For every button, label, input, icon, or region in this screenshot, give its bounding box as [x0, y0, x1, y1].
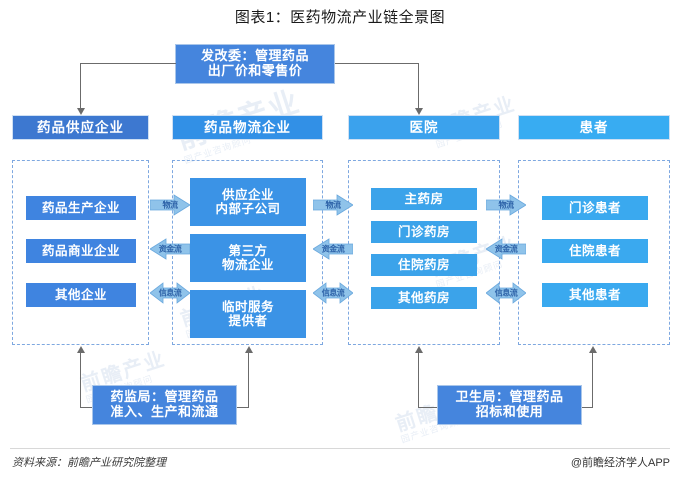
- arrowhead-icon: [77, 108, 85, 115]
- node-line-2: 物流企业: [221, 258, 274, 272]
- flow-arrow-capital-1: 资金流: [150, 238, 190, 260]
- node-drug-distributor: 药品商业企业: [26, 239, 136, 263]
- node-temporary-service-provider: 临时服务 提供者: [190, 290, 306, 338]
- column-header-logistics: 药品物流企业: [172, 115, 323, 140]
- ndrc-line-2: 出厂价和零售价: [207, 63, 303, 78]
- connector-line: [592, 352, 593, 408]
- node-line-1: 临时服务: [221, 300, 274, 314]
- node-other-enterprise: 其他企业: [26, 283, 136, 307]
- column-header-patient: 患者: [518, 115, 670, 140]
- node-line-2: 提供者: [228, 314, 268, 328]
- source-note: 资料来源：前瞻产业研究院整理: [12, 457, 166, 469]
- flow-label: 信息流: [158, 288, 182, 298]
- flow-label: 资金流: [158, 244, 182, 254]
- nmpa-line-2: 准入、生产和流通: [110, 404, 219, 419]
- connector-line: [418, 407, 440, 408]
- arrowhead-icon: [245, 346, 253, 353]
- regulator-box-ndrc: 发改委：管理药品 出厂价和零售价: [175, 44, 335, 84]
- flow-arrow-logistics-3: 物流: [486, 194, 526, 216]
- flow-arrow-capital-2: 资金流: [313, 238, 353, 260]
- health-bureau-line-2: 招标和使用: [475, 404, 544, 419]
- connector-line: [418, 352, 419, 408]
- regulator-box-health-bureau: 卫生局：管理药品 招标和使用: [437, 385, 582, 425]
- flow-arrow-information-2: 信息流: [313, 282, 353, 304]
- node-other-patient: 其他患者: [542, 283, 648, 307]
- node-internal-subsidiary: 供应企业 内部子公司: [190, 178, 306, 226]
- arrowhead-icon: [77, 346, 85, 353]
- connector-line: [335, 63, 419, 64]
- node-line-2: 内部子公司: [215, 202, 281, 216]
- node-other-pharmacy: 其他药房: [371, 287, 477, 309]
- chart-title: 图表1：医药物流产业链全景图: [234, 9, 446, 26]
- connector-line: [248, 352, 249, 408]
- connector-line: [228, 407, 248, 408]
- node-outpatient-patient: 门诊患者: [542, 196, 648, 220]
- flow-label: 资金流: [494, 244, 518, 254]
- flow-label: 物流: [325, 200, 342, 210]
- node-third-party-logistics: 第三方 物流企业: [190, 234, 306, 282]
- connector-line: [80, 407, 100, 408]
- arrowhead-icon: [415, 108, 423, 115]
- connector-line: [80, 352, 81, 408]
- flow-label: 资金流: [321, 244, 345, 254]
- ndrc-line-1: 发改委：管理药品: [200, 48, 309, 64]
- connector-line: [418, 63, 419, 111]
- flow-arrow-information-3: 信息流: [486, 282, 526, 304]
- regulator-box-nmpa: 药监局：管理药品 准入、生产和流通: [92, 385, 237, 425]
- footer-divider: [10, 448, 670, 449]
- node-main-pharmacy: 主药房: [371, 188, 477, 210]
- flow-label: 物流: [162, 200, 179, 210]
- flow-arrow-information-1: 信息流: [150, 282, 190, 304]
- flow-label: 信息流: [494, 288, 518, 298]
- flow-label: 信息流: [321, 288, 345, 298]
- connector-line: [80, 63, 81, 111]
- nmpa-line-1: 药监局：管理药品: [110, 389, 219, 405]
- node-line-1: 第三方: [228, 244, 268, 258]
- flow-arrow-capital-3: 资金流: [486, 238, 526, 260]
- node-inpatient-pharmacy: 住院药房: [371, 254, 477, 276]
- node-inpatient-patient: 住院患者: [542, 239, 648, 263]
- node-line-1: 供应企业: [221, 188, 274, 202]
- health-bureau-line-1: 卫生局：管理药品: [455, 389, 564, 405]
- column-header-hospital: 医院: [348, 115, 500, 140]
- connector-line: [80, 63, 176, 64]
- flow-label: 物流: [498, 200, 515, 210]
- arrowhead-icon: [415, 346, 423, 353]
- arrowhead-icon: [589, 346, 597, 353]
- flow-arrow-logistics-1: 物流: [150, 194, 190, 216]
- group-container-supply: [12, 160, 149, 345]
- column-header-supply: 药品供应企业: [12, 115, 149, 140]
- node-outpatient-pharmacy: 门诊药房: [371, 221, 477, 243]
- flow-arrow-logistics-2: 物流: [313, 194, 353, 216]
- node-drug-manufacturer: 药品生产企业: [26, 196, 136, 220]
- brand-label: @前瞻经济学人APP: [570, 457, 670, 469]
